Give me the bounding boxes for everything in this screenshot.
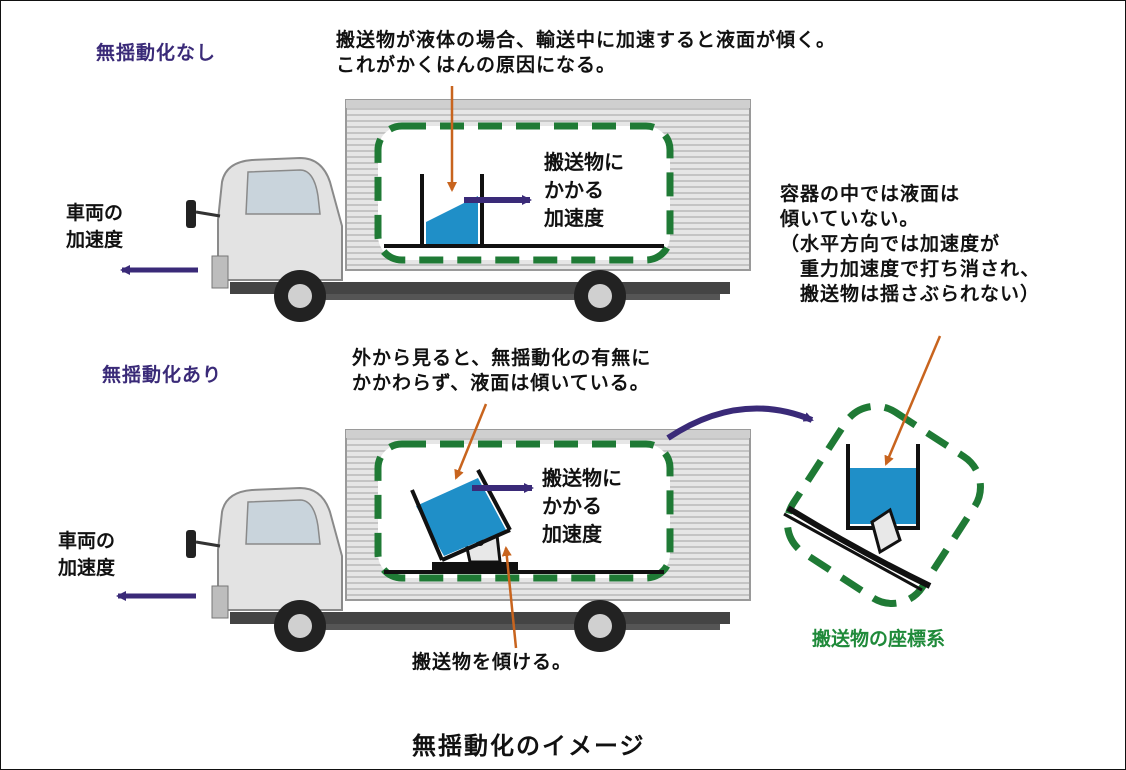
section-label-top: 無揺動化なし	[96, 42, 217, 64]
vehicle-label-top: 車両の 加速度	[66, 202, 124, 251]
pointer-tilt	[501, 546, 518, 649]
tilt-label: 搬送物を傾ける。	[412, 651, 573, 673]
section-label-bottom: 無揺動化あり	[102, 364, 223, 386]
pointer-frame	[884, 335, 942, 466]
container-icon-bottom	[384, 469, 664, 574]
connector-arrow	[666, 405, 814, 441]
container-icon-frame	[783, 444, 932, 592]
frame-note: 容器の中では液面は 傾いていない。 （水平方向では加速度が 重力加速度で打ち消さ…	[780, 183, 1041, 305]
annotation-bottom: 外から見ると、無揺動化の有無に かかわらず、液面は傾いている。	[352, 347, 652, 394]
container-icon-top	[384, 174, 664, 248]
pointer-bottom	[454, 403, 488, 480]
caption: 無揺動化のイメージ	[412, 732, 646, 760]
vehicle-label-bottom: 車両の 加速度	[58, 530, 116, 579]
frame-label: 搬送物の座標系	[812, 628, 946, 650]
box-label-top: 搬送物に かかる 加速度	[544, 150, 624, 230]
box-label-bottom: 搬送物に かかる 加速度	[542, 466, 622, 546]
annotation-top: 搬送物が液体の場合、輸送中に加速すると液面が傾く。 これがかくはんの原因になる。	[336, 29, 837, 76]
